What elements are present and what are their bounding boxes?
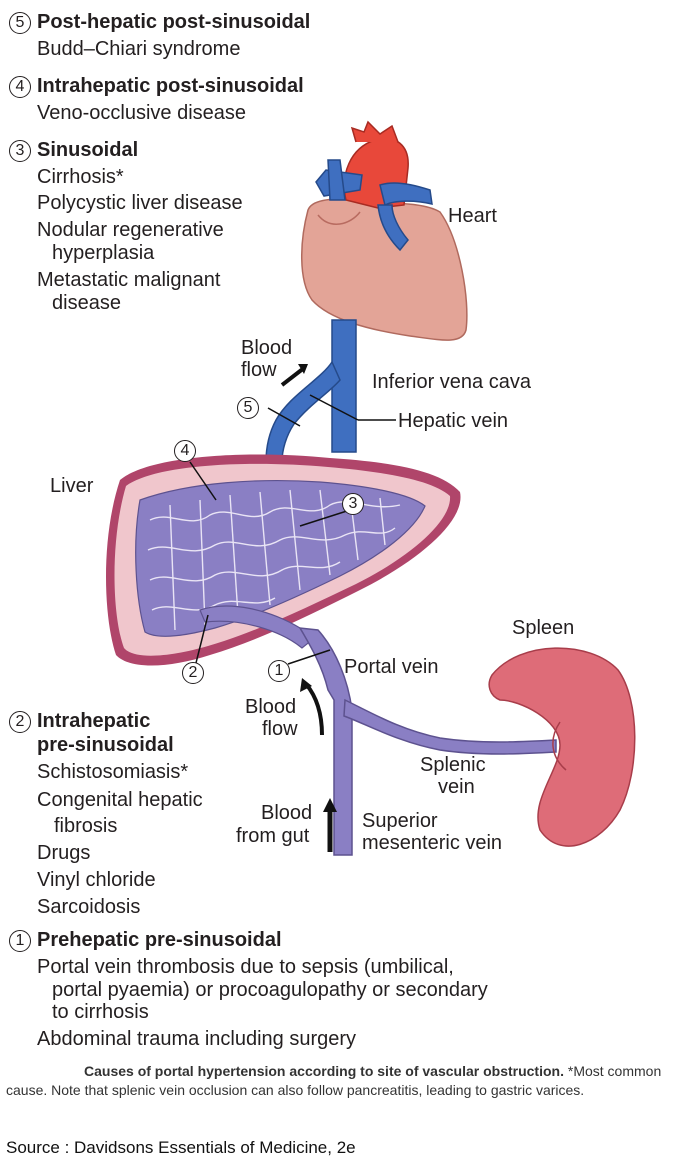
hepatic-vein [265, 360, 341, 463]
site-2-title-line2: pre-sinusoidal [37, 734, 174, 756]
heart-label: Heart [448, 205, 497, 227]
splenic-vein-label-1: Splenic [420, 754, 486, 776]
superior-mesenteric-label-1: Superior [362, 810, 438, 832]
liver-illustration [106, 454, 461, 666]
site-4-item: Veno-occlusive disease [37, 102, 247, 124]
site-1-item: Abdominal trauma including surgery [37, 1028, 357, 1050]
site-2-title-line1: Intrahepatic [37, 710, 151, 732]
spleen-label: Spleen [512, 617, 575, 639]
site-3-title: Sinusoidal [37, 139, 139, 161]
site-2-item: Schistosomiasis* [37, 761, 189, 783]
site-1-number: 1 [9, 930, 31, 952]
marker-5: 5 [237, 397, 259, 419]
site-4-title: Intrahepatic post-sinusoidal [37, 75, 304, 97]
portal-vein-label: Portal vein [344, 656, 439, 678]
superior-mesenteric-label-2: mesenteric vein [362, 832, 503, 854]
site-3-number: 3 [9, 140, 31, 162]
site-1-item: to cirrhosis [52, 1001, 149, 1023]
marker-3: 3 [342, 493, 364, 515]
ivc-label: Inferior vena cava [372, 371, 531, 393]
caption-bold: Causes of portal hypertension according … [84, 1063, 564, 1079]
site-2-number: 2 [9, 711, 31, 733]
site-3-item: Cirrhosis* [37, 166, 124, 188]
site-1-item: Portal vein thrombosis due to sepsis (um… [37, 956, 454, 978]
figure-caption: Causes of portal hypertension according … [6, 1062, 687, 1100]
marker-1: 1 [268, 660, 290, 682]
blood-from-gut-label-1: Blood [261, 802, 313, 824]
marker-2: 2 [182, 662, 204, 684]
blood-flow-arrow-bottom [304, 682, 324, 736]
heart-illustration [301, 120, 468, 341]
site-5-number: 5 [9, 12, 31, 34]
site-4-number: 4 [9, 76, 31, 98]
splenic-vein [343, 698, 557, 755]
site-2-item: Sarcoidosis [37, 896, 141, 918]
caption-text: *Most common cause. Note that splenic ve… [6, 1063, 662, 1098]
site-5-title: Post-hepatic post-sinusoidal [37, 11, 311, 33]
liver-label: Liver [50, 475, 94, 497]
hepatic-vein-label: Hepatic vein [398, 410, 509, 432]
blood-flow-top-label-1: Blood [241, 337, 293, 359]
splenic-vein-label-2: vein [438, 776, 475, 798]
site-1-item: portal pyaemia) or procoagulopathy or se… [52, 979, 488, 1001]
blood-flow-bottom-label-2: flow [262, 718, 298, 740]
site-3-item: disease [52, 292, 121, 314]
inferior-vena-cava [331, 319, 357, 453]
marker-4: 4 [174, 440, 196, 462]
blood-flow-top-label-2: flow [241, 359, 277, 381]
site-3-item: Metastatic malignant [37, 269, 221, 291]
site-3-item: Polycystic liver disease [37, 192, 243, 214]
blood-from-gut-label-2: from gut [236, 825, 310, 847]
site-2-item: fibrosis [54, 815, 118, 837]
spleen-illustration [488, 647, 636, 847]
site-2-item: Vinyl chloride [37, 869, 156, 891]
site-2-item: Congenital hepatic [37, 789, 203, 811]
site-1-title: Prehepatic pre-sinusoidal [37, 929, 282, 951]
site-2-item: Drugs [37, 842, 91, 864]
source-line: Source : Davidsons Essentials of Medicin… [6, 1138, 356, 1157]
site-5-item: Budd–Chiari syndrome [37, 38, 241, 60]
site-3-item: hyperplasia [52, 242, 155, 264]
blood-flow-arrow-top [280, 366, 306, 387]
site-3-item: Nodular regenerative [37, 219, 224, 241]
blood-flow-bottom-label-1: Blood [245, 696, 297, 718]
portal-vein [298, 627, 353, 856]
